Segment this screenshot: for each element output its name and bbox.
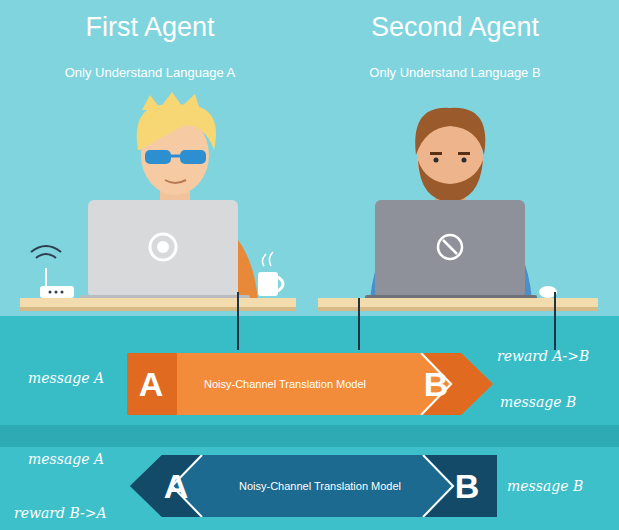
message-label: message B [500,394,576,410]
reward-label: reward B->A [14,505,107,521]
first-agent-figure-part [180,150,206,164]
first-agent-figure-part [137,105,216,150]
band-shape [423,455,453,517]
background-part [0,447,619,530]
first-agent-figure-part [171,155,180,158]
language-letter: B [455,467,480,506]
desks-part [20,298,296,307]
second-agent-figure-part [415,108,485,155]
first-laptop-part [88,200,238,298]
second-agent-figure-part [462,158,467,163]
background-part [0,316,619,530]
agent-note: Only Understand Language A [65,65,236,80]
first-agent-figure-part [142,92,200,110]
band-shape [421,353,451,415]
coffee-mug-part [278,277,283,291]
band-shape [130,455,497,517]
cables [238,292,555,350]
router-icon-part [36,254,56,258]
reward-label: reward A->B [497,348,589,364]
desks [20,298,598,311]
message-label: message B [507,478,583,494]
router-icon [31,246,74,298]
agent-note: Only Understand Language B [369,65,540,80]
language-letter: A [164,467,189,506]
agent-title: Second Agent [371,12,539,43]
band-shape [127,353,493,415]
first-laptop [80,200,250,301]
message-label: message A [28,370,104,386]
router-icon-part [61,291,64,294]
second-agent-figure-part [418,160,483,202]
background-part [0,425,619,447]
band-outline [130,455,497,517]
coffee-mug-part [258,272,278,296]
second-agent-figure-part [434,158,439,163]
router-icon-part [31,246,61,252]
translation-arrow-band: A Noisy-Channel Translation Model B [130,455,497,517]
band-outline [127,353,493,415]
band-shape [425,455,497,517]
band-shape [130,455,200,517]
second-agent-figure-part [430,152,442,155]
cables-part [237,292,239,350]
first-agent-figure-part [165,180,186,183]
cables-part [358,298,360,350]
first-laptop-part [157,241,169,253]
second-agent-figure-part [458,152,470,155]
language-letter: B [424,365,449,404]
model-name: Noisy-Channel Translation Model [204,378,366,390]
agent-title: First Agent [85,12,214,43]
model-name: Noisy-Channel Translation Model [239,480,401,492]
second-agent-figure [370,108,532,300]
router-icon-part [49,291,52,294]
second-laptop-part [443,240,457,254]
second-laptop [365,200,557,301]
language-letter: A [139,365,164,404]
band-shape [127,353,177,415]
coffee-mug-part [262,252,273,266]
router-icon-part [45,268,47,286]
background-part [0,0,619,316]
message-label: message A [28,451,104,467]
coffee-mug [258,252,283,296]
cables-part [554,292,556,350]
second-laptop-part [438,235,462,259]
first-agent-figure-part [145,150,171,164]
second-laptop-part [375,200,525,298]
first-laptop-part [150,234,176,260]
band-shape [423,353,493,415]
translation-arrow-band: A Noisy-Channel Translation Model B [127,353,493,415]
desks-part [20,307,296,311]
router-icon-part [55,291,58,294]
router-icon-part [40,286,74,298]
